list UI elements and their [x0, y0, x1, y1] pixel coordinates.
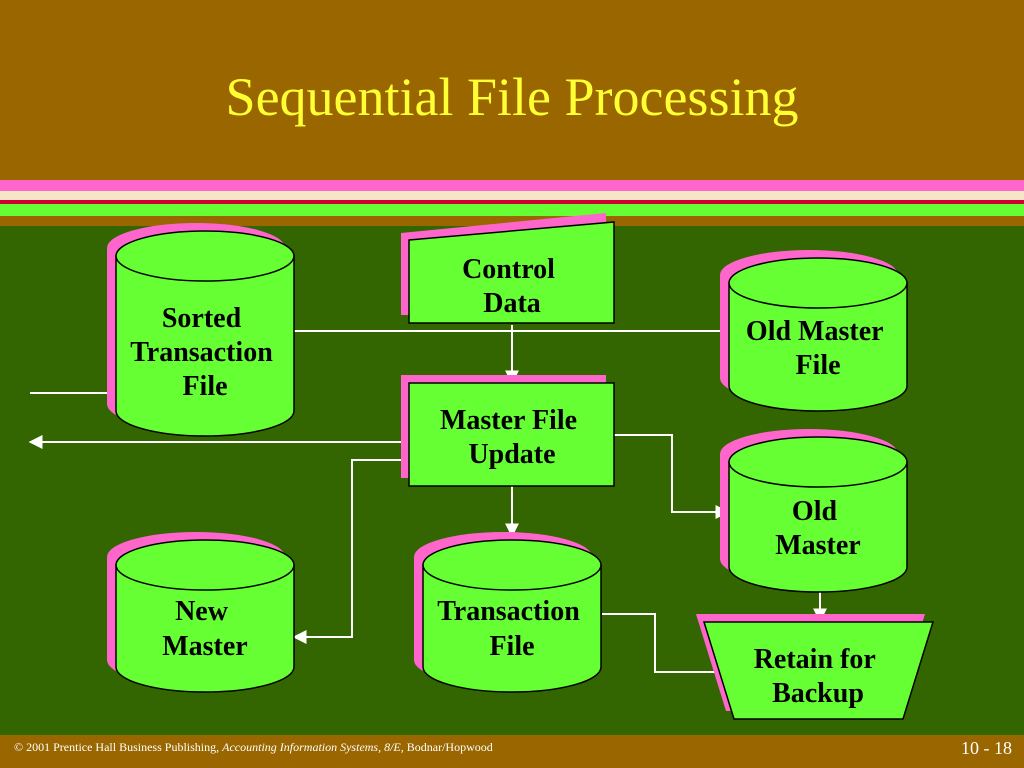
red-stripe [0, 200, 1024, 204]
svg-text:Transaction File: Transaction File [437, 596, 587, 662]
sorted-transaction-file-node: Sorted Transaction File [107, 223, 295, 437]
connector-update-to-oldmaster [614, 434, 730, 519]
retain-for-backup-label-1: Retain for [754, 644, 876, 675]
pink-stripe [0, 180, 1024, 191]
footer-authors: , Bodnar/Hopwood [400, 740, 493, 754]
footer-book-title: Accounting Information Systems, 8/E [222, 740, 401, 754]
svg-text:Old Master File: Old Master File [746, 316, 890, 381]
connector-update-to-newmaster [292, 459, 410, 644]
svg-text:Control Data: Control Data [462, 254, 562, 319]
page-number: 10 - 18 [961, 738, 1012, 758]
header-band [0, 0, 1024, 180]
sorted-transaction-label-1: Sorted [162, 303, 242, 334]
transaction-file-label-1: Transaction [437, 596, 580, 627]
cream-stripe [0, 191, 1024, 200]
retain-for-backup-node: Retain for Backup [696, 614, 935, 720]
footer-copyright: © 2001 Prentice Hall Business Publishing… [14, 740, 493, 755]
master-file-update-label-2: Update [468, 439, 555, 470]
svg-text:Old Master: Old Master [775, 496, 861, 561]
control-data-node: Control Data [401, 213, 615, 324]
retain-for-backup-label-2: Backup [772, 678, 864, 709]
transaction-file-label-2: File [489, 631, 534, 662]
old-master-file-label-2: File [795, 350, 840, 381]
svg-text:Sorted Transaction: Sorted Transaction File [130, 303, 280, 402]
old-master-node: Old Master [720, 429, 908, 593]
sorted-transaction-label-2: Transaction [130, 337, 273, 368]
connectors [28, 325, 827, 679]
new-master-label-2: Master [162, 631, 248, 662]
slide-title: Sequential File Processing [225, 67, 799, 127]
master-file-update-node: Master File Update [401, 375, 615, 487]
sorted-transaction-label-3: File [182, 371, 227, 402]
control-data-label-2: Data [483, 288, 541, 319]
green-stripe [0, 204, 1024, 216]
old-master-file-label-1: Old Master [746, 316, 883, 347]
old-master-label-2: Master [775, 530, 861, 561]
control-data-label-1: Control [462, 254, 555, 285]
footer-band [0, 735, 1024, 768]
brown-stripe [0, 216, 1024, 226]
svg-text:Retain for Backup: Retain for Backup [754, 644, 883, 709]
master-file-update-label-1: Master File [440, 405, 577, 436]
svg-text:New Master: New Master [162, 596, 248, 662]
old-master-file-node: Old Master File [720, 250, 908, 412]
transaction-file-node: Transaction File [414, 532, 602, 693]
footer-prefix: © 2001 Prentice Hall Business Publishing… [14, 740, 223, 754]
svg-text:Master File Update: Master File Update [440, 405, 584, 470]
new-master-label-1: New [175, 596, 229, 627]
connector-transaction-to-backup [602, 613, 732, 679]
new-master-node: New Master [107, 532, 295, 693]
old-master-label-1: Old [792, 496, 838, 527]
